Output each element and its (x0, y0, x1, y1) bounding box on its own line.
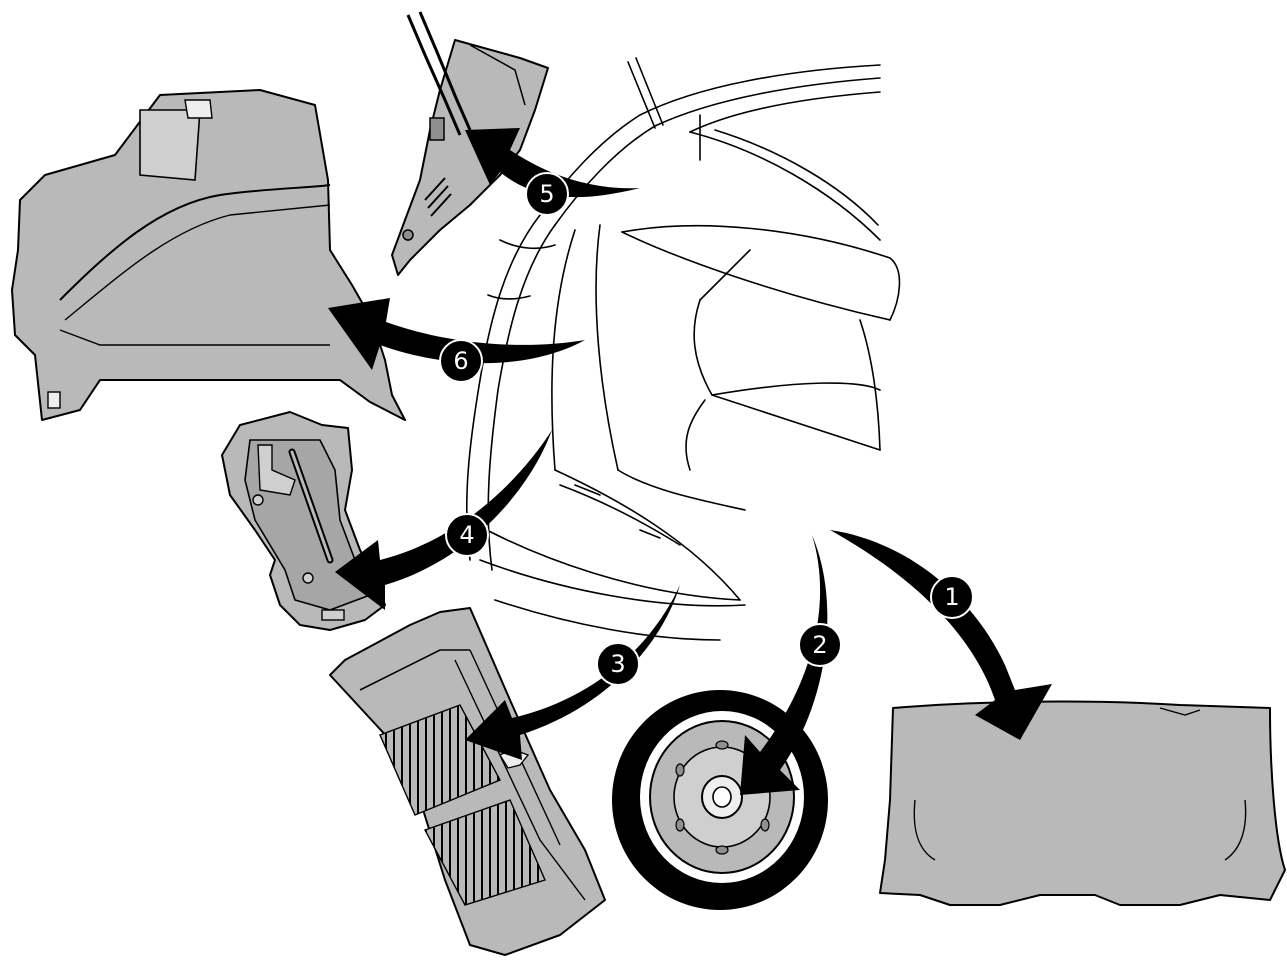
side-wall-trim (12, 90, 405, 420)
step-badge-2: 2 (799, 624, 841, 666)
step-number-6: 6 (453, 347, 468, 375)
upper-pillar-trim (392, 12, 548, 275)
rear-sill-trim (330, 608, 605, 955)
arrow-4 (335, 430, 552, 610)
step-badge-1: 1 (931, 576, 973, 618)
step-number-5: 5 (539, 180, 554, 208)
step-number-3: 3 (610, 650, 625, 678)
step-badge-6: 6 (440, 340, 482, 382)
step-number-2: 2 (812, 631, 827, 659)
step-badge-5: 5 (526, 173, 568, 215)
step-number-1: 1 (944, 583, 959, 611)
luggage-floor-panel (880, 702, 1285, 905)
step-number-4: 4 (459, 521, 474, 549)
step-badge-4: 4 (446, 514, 488, 556)
side-storage-tray (222, 412, 385, 630)
step-badge-3: 3 (597, 643, 639, 685)
